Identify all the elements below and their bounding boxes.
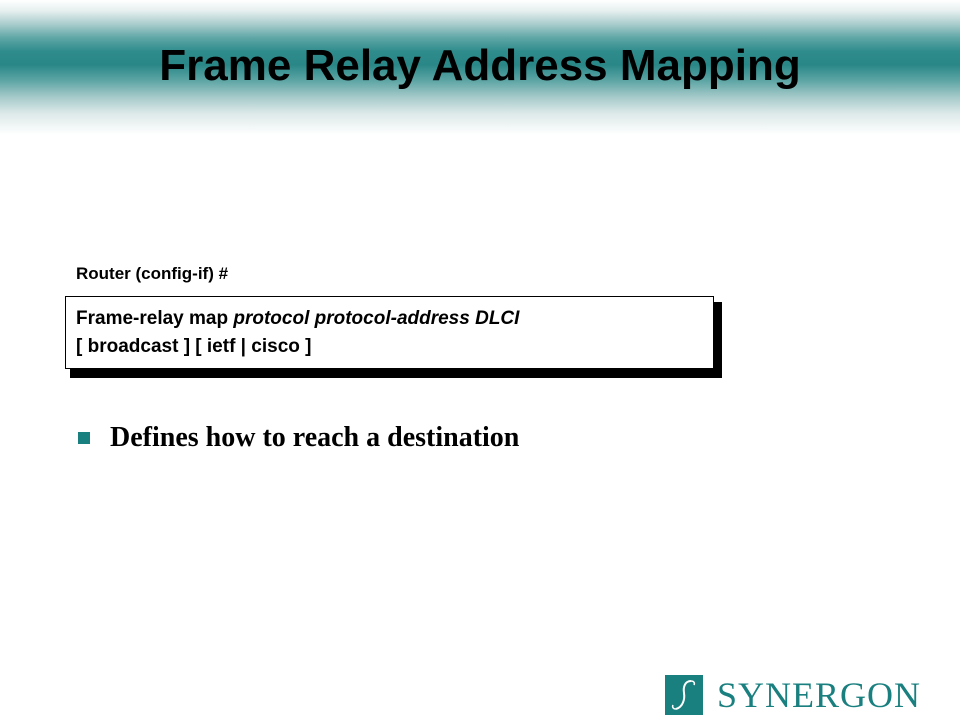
command-syntax-box: Frame-relay map protocol protocol-addres… bbox=[65, 296, 714, 369]
square-bullet-icon bbox=[78, 432, 90, 444]
slide-title: Frame Relay Address Mapping bbox=[159, 41, 801, 90]
synergon-logo: SYNERGON bbox=[665, 675, 950, 715]
command-line-2: [ broadcast ] [ ietf | cisco ] bbox=[76, 336, 312, 357]
synergon-logo-text: SYNERGON bbox=[717, 675, 922, 715]
command-line-1: Frame-relay map protocol protocol-addres… bbox=[76, 305, 713, 333]
command-prompt-label: Router (config-if) # bbox=[76, 264, 229, 283]
command-arguments: protocol protocol-address DLCI bbox=[233, 308, 520, 329]
synergon-s-logo-icon bbox=[665, 675, 703, 715]
bullet-item: Defines how to reach a destination bbox=[110, 422, 520, 453]
command-keyword: Frame-relay map bbox=[76, 308, 234, 329]
title-band bbox=[0, 0, 960, 135]
